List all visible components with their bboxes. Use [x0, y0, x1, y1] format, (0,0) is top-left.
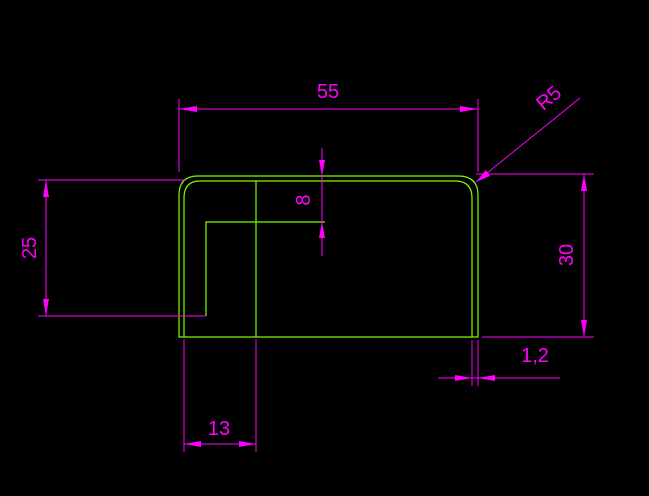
part-profile [178, 175, 479, 338]
dimension-thickness: 1,2 [438, 340, 560, 386]
dimension-notch-width: 13 [183, 339, 257, 452]
dimension-label-overall-width: 55 [317, 81, 339, 103]
dimension-label-right-height: 30 [556, 244, 578, 266]
inner-profile-line [183, 180, 473, 337]
dimension-right-height: 30 [476, 173, 594, 338]
outer-profile-line [178, 175, 479, 338]
notch-line [205, 221, 325, 316]
dimension-overall-width: 55 [178, 81, 479, 172]
dimension-label-left-height: 25 [19, 237, 41, 259]
dimension-label-notch-width: 13 [208, 418, 230, 440]
dimension-label-corner-radius: R5 [532, 82, 566, 115]
dimension-label-notch-depth: 8 [293, 194, 315, 205]
dimension-label-thickness: 1,2 [521, 345, 549, 367]
dimension-corner-radius: R5 [475, 82, 581, 183]
dimension-left-height: 25 [19, 179, 206, 317]
dimension-notch-depth: 8 [293, 148, 325, 256]
